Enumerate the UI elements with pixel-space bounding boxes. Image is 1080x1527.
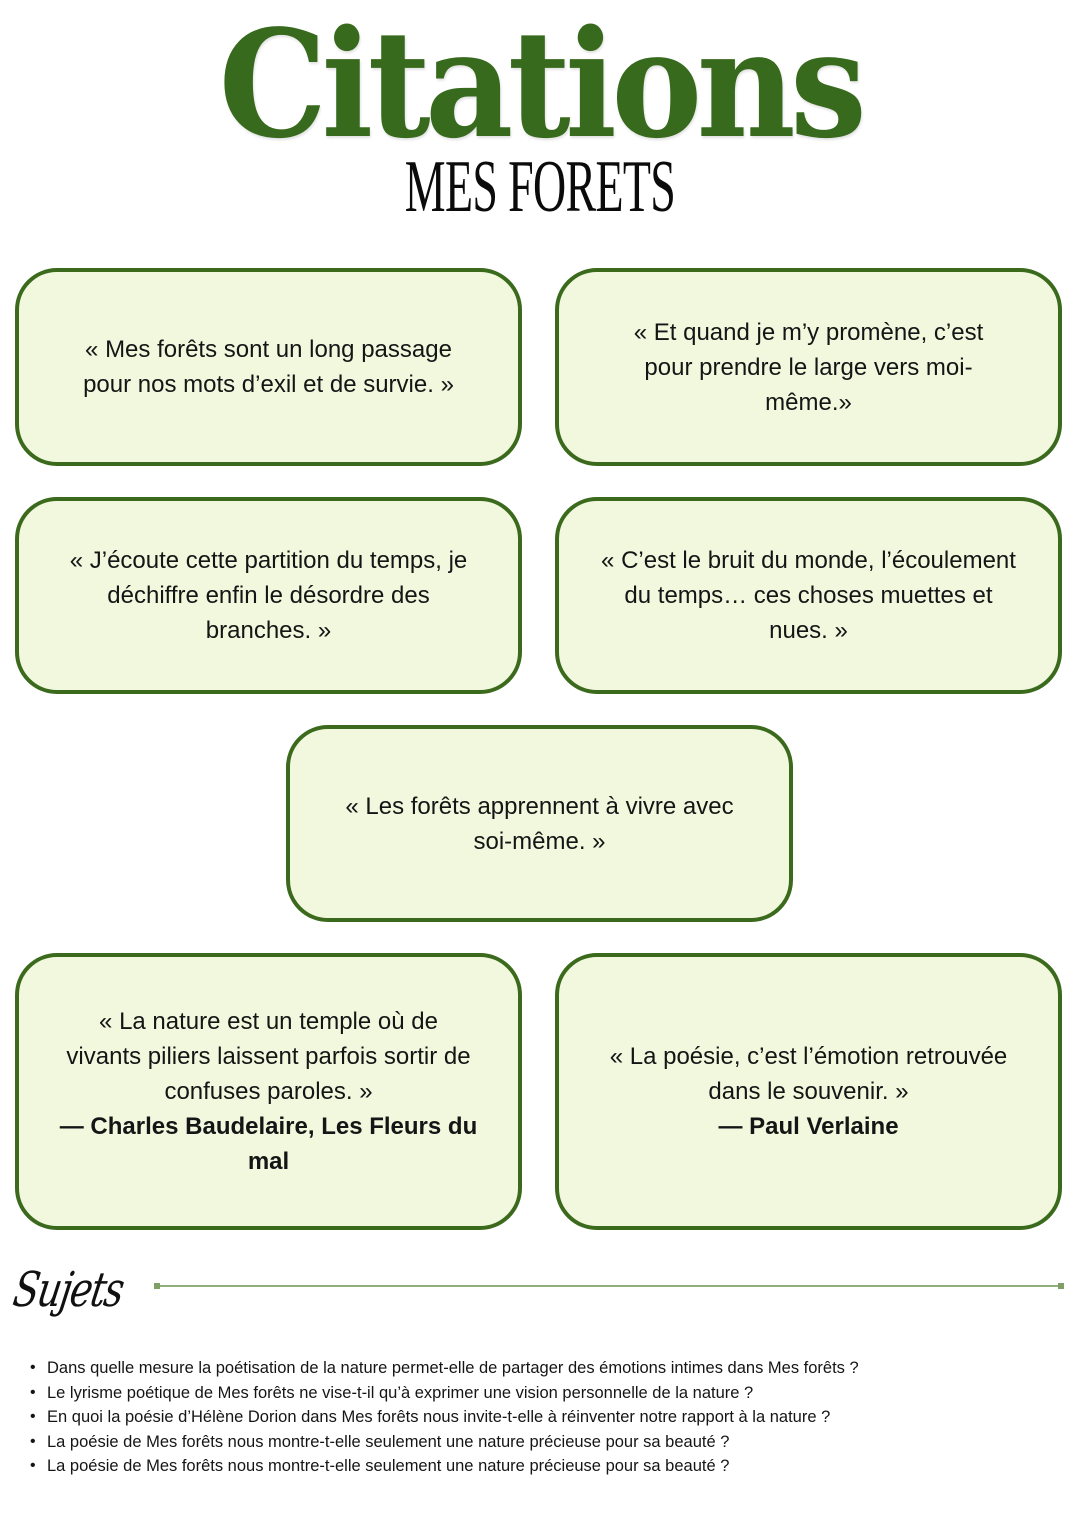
quote-card-baudelaire: « La nature est un temple où de vivants … [15, 953, 522, 1230]
bullet-icon: • [30, 1359, 36, 1376]
topic-item: • La poésie de Mes forêts nous montre-t-e… [30, 1430, 1060, 1455]
quote-content: « La poésie, c’est l’émotion retrouvée d… [597, 1039, 1020, 1144]
bullet-icon: • [30, 1457, 36, 1475]
quote-card: « J’écoute cette partition du temps, je … [15, 497, 522, 694]
topics-list: • Dans quelle mesure la poétisation de la… [30, 1356, 1060, 1479]
quote-card: « Les forêts apprennent à vivre avec soi… [286, 725, 793, 922]
topic-item: • Le lyrisme poétique de Mes forêts ne vi… [30, 1381, 1060, 1406]
quote-author: — Paul Verlaine [718, 1113, 899, 1140]
topic-text: La poésie de Mes forêts nous montre-t-el… [47, 1432, 730, 1451]
bullet-icon: • [30, 1383, 36, 1401]
bullet-icon: • [30, 1408, 36, 1426]
topic-item: • Dans quelle mesure la poétisation de la… [30, 1356, 1060, 1381]
divider-endpoint [1058, 1283, 1064, 1289]
quote-content: « C’est le bruit du monde, l’écoulement … [597, 543, 1020, 648]
quote-card-verlaine: « La poésie, c’est l’émotion retrouvée d… [555, 953, 1062, 1230]
quote-text: « La nature est un temple où de vivants … [66, 1008, 471, 1105]
page-subtitle: MES FORETS [404, 146, 676, 228]
quote-text: « Les forêts apprennent à vivre avec soi… [345, 792, 734, 855]
quote-text: « J’écoute cette partition du temps, je … [69, 547, 468, 644]
topic-item: • En quoi la poésie d’Hélène Dorion dans … [30, 1405, 1060, 1430]
topic-text: La poésie de Mes forêts nous montre-t-el… [47, 1457, 730, 1476]
quote-text: « C’est le bruit du monde, l’écoulement … [601, 547, 1016, 644]
quote-content: « Et quand je m’y promène, c’est pour pr… [597, 315, 1020, 420]
topic-text: Dans quelle mesure la poétisation de la … [47, 1359, 859, 1377]
quote-card: « Mes forêts sont un long passage pour n… [15, 268, 522, 466]
quote-text: « La poésie, c’est l’émotion retrouvée d… [609, 1043, 1008, 1105]
bullet-icon: • [30, 1432, 36, 1450]
quote-card: « C’est le bruit du monde, l’écoulement … [555, 497, 1062, 694]
quote-text: « Mes forêts sont un long passage pour n… [83, 336, 454, 398]
quote-content: « Les forêts apprennent à vivre avec soi… [328, 789, 751, 859]
quote-author: — Charles Baudelaire, Les Fleurs du mal [59, 1113, 478, 1175]
page-title: Citations [218, 0, 867, 171]
quote-content: « Mes forêts sont un long passage pour n… [57, 332, 480, 402]
quote-content: « La nature est un temple où de vivants … [57, 1004, 480, 1179]
topic-text: En quoi la poésie d’Hélène Dorion dans M… [47, 1408, 831, 1427]
quote-text: « Et quand je m’y promène, c’est pour pr… [633, 318, 984, 416]
quote-content: « J’écoute cette partition du temps, je … [57, 543, 480, 648]
sujets-heading: Sujets [9, 1262, 128, 1318]
topic-text: Le lyrisme poétique de Mes forêts ne vis… [47, 1383, 754, 1402]
section-divider [154, 1283, 1064, 1289]
divider-endpoint [154, 1283, 160, 1289]
page-header: Citations MES FORETS [0, 0, 1080, 224]
topic-item: • La poésie de Mes forêts nous montre-t-e… [30, 1454, 1060, 1479]
quote-card: « Et quand je m’y promène, c’est pour pr… [555, 268, 1062, 466]
